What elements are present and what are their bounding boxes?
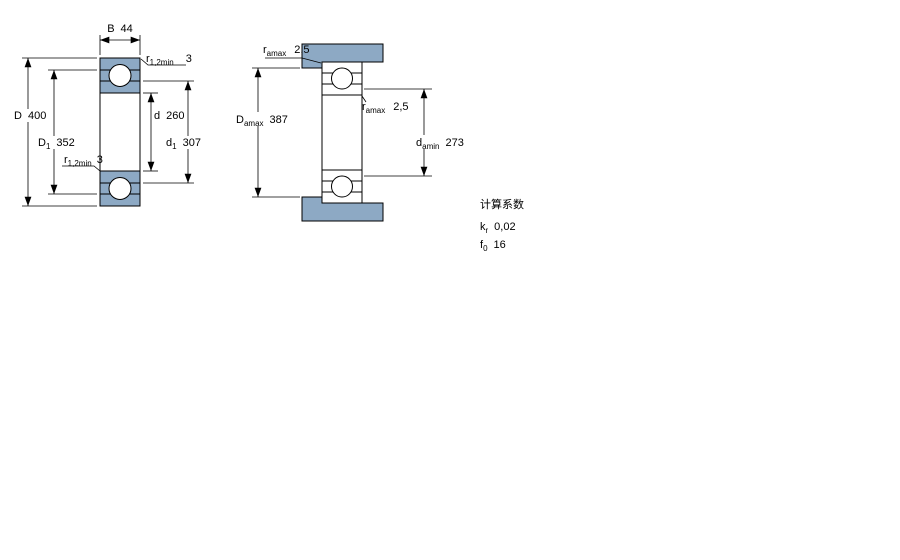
dim-label-d: d 260 — [154, 110, 184, 122]
factor-subscript: r — [486, 226, 489, 235]
dim-symbol: d — [416, 137, 422, 149]
dim-symbol: D — [38, 137, 46, 149]
dim-value: 3 — [97, 154, 103, 166]
leader-line-ra-mid — [361, 95, 367, 103]
dim-label-D1: D1 352 — [38, 137, 75, 151]
ball-bottom — [108, 177, 132, 200]
dim-subscript: amax — [267, 49, 287, 58]
factor-row-kr: kr 0,02 — [480, 221, 516, 235]
factor-symbol: f — [480, 239, 484, 251]
dim-label-damin: damin 273 — [416, 137, 464, 151]
ball-top — [108, 64, 132, 87]
dim-value: 44 — [121, 23, 133, 35]
dim-symbol: B — [107, 23, 114, 35]
dim-label-Damax: Damax 387 — [236, 114, 288, 128]
dim-symbol: D — [14, 110, 22, 122]
dim-label-D: D 400 — [14, 110, 46, 122]
dim-subscript: 1 — [172, 142, 177, 151]
dim-subscript: amin — [422, 142, 439, 151]
dim-value: 387 — [270, 114, 288, 126]
label-background — [234, 112, 294, 126]
dim-value: 400 — [28, 110, 46, 122]
calculation-factors-title: 计算系数 — [480, 197, 524, 211]
factor-value: 16 — [494, 239, 506, 251]
factor-row-f0: f0 16 — [480, 239, 506, 253]
label-background — [164, 136, 210, 149]
dim-symbol: D — [236, 114, 244, 126]
label-background — [36, 136, 82, 149]
dim-symbol: d — [166, 137, 172, 149]
dim-subscript: 1,2min — [68, 159, 92, 168]
dim-label-ramax-mid: ramax 2,5 — [362, 101, 409, 115]
dim-symbol: r — [146, 53, 150, 65]
dim-value: 273 — [445, 137, 463, 149]
dim-value: 3 — [186, 53, 192, 65]
factor-value: 0,02 — [494, 221, 515, 233]
dim-subscript: amax — [244, 119, 264, 128]
dim-label-r12min-top: r1,2min 3 — [146, 53, 192, 67]
dim-label-B: B 44 — [107, 23, 133, 35]
dim-subscript: 1,2min — [150, 58, 174, 67]
dim-label-r12min-bottom: r1,2min 3 — [64, 154, 103, 168]
label-background — [414, 135, 470, 149]
right-geometry — [301, 43, 384, 222]
dim-symbol: r — [362, 101, 366, 113]
dim-value: 260 — [166, 110, 184, 122]
dim-value: 307 — [183, 137, 201, 149]
factor-symbol: k — [480, 221, 486, 233]
left-dimension-lines — [22, 35, 194, 207]
dim-subscript: amax — [366, 106, 386, 115]
dim-value: 2,5 — [393, 101, 408, 113]
dim-label-ramax-top: ramax 2,5 — [263, 44, 310, 58]
dim-value: 352 — [56, 137, 74, 149]
dim-symbol: r — [263, 44, 267, 56]
leader-line-r-bottom — [62, 165, 101, 172]
label-background — [12, 109, 48, 122]
right-dimension-lines — [252, 57, 432, 198]
dim-value: 2,5 — [294, 44, 309, 56]
left-bearing-geometry — [99, 57, 141, 207]
dim-symbol: r — [64, 154, 68, 166]
dim-symbol: d — [154, 110, 160, 122]
ball-bottom — [331, 175, 353, 198]
leader-line-ra-top — [265, 57, 322, 64]
dim-label-d1: d1 307 — [166, 137, 201, 151]
factor-subscript: 0 — [483, 244, 488, 253]
ball-top — [331, 67, 353, 90]
leader-line-r-top — [140, 58, 186, 66]
dim-subscript: 1 — [46, 142, 51, 151]
calculation-factors-block: 计算系数 kr 0,02 f0 16 — [480, 197, 524, 253]
